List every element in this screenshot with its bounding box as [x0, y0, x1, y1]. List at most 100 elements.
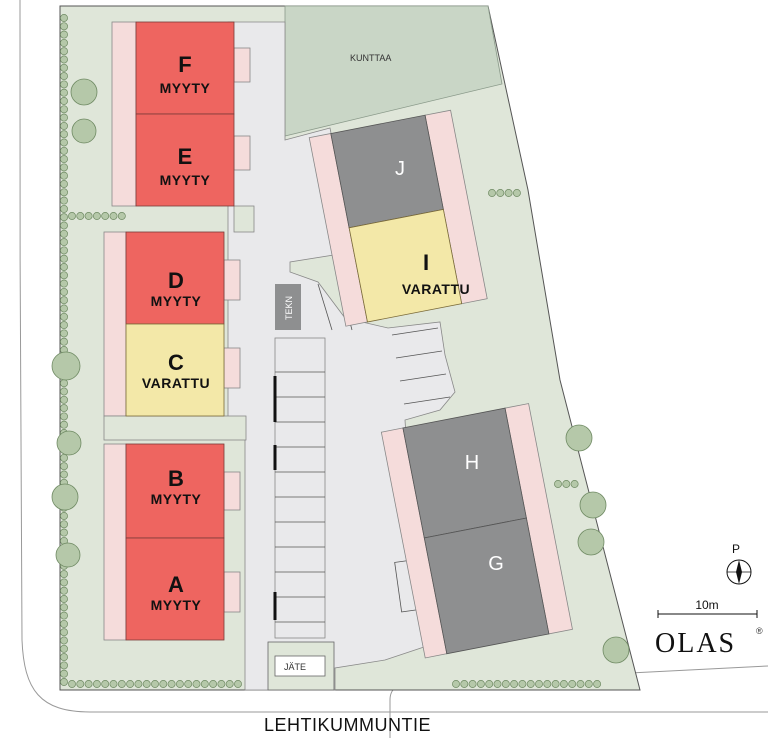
hedge-shrub [101, 212, 110, 220]
hedge-shrub [60, 669, 68, 678]
hedge-shrub [175, 680, 184, 688]
hedge-shrub [60, 63, 68, 72]
hedge-shrub [60, 387, 68, 396]
hedge-shrub [60, 462, 68, 471]
unit-d-footprint[interactable] [125, 231, 225, 325]
tree [579, 491, 607, 519]
unit-b[interactable]: B MYYTY [125, 443, 225, 539]
hedge-shrub [92, 680, 101, 688]
hedge-shrub [60, 213, 68, 222]
hedge-shrub [134, 680, 143, 688]
hedge-shrub [76, 680, 85, 688]
hedge-shrub [460, 680, 469, 688]
hedge-shrub [126, 680, 135, 688]
hedge-shrub [60, 279, 68, 288]
hedge-shrub [504, 189, 513, 197]
unit-c-footprint[interactable] [125, 323, 225, 417]
block-ji [308, 109, 488, 327]
hedge-shrub [60, 113, 68, 122]
hedge-shrub [526, 680, 535, 688]
hedge-shrub [501, 680, 510, 688]
unit-g-footprint[interactable] [423, 517, 550, 655]
hedge-shrub [60, 221, 68, 230]
street-edge-left [19, 0, 768, 713]
unit-j-footprint[interactable] [330, 114, 444, 229]
hedge-shrub [60, 619, 68, 628]
unit-j[interactable] [330, 114, 444, 229]
hedge-shrub [60, 246, 68, 255]
unit-c-letter: C [168, 350, 184, 375]
hedge-shrub [60, 644, 68, 653]
unit-i[interactable] [348, 208, 463, 323]
logo-text: OLAS [655, 628, 736, 659]
hedge-shrub [60, 271, 68, 280]
hedge-shrub [562, 480, 571, 488]
hedge-shrub [593, 680, 602, 688]
hedge-shrub [60, 628, 68, 637]
scale-bar: 10m [657, 598, 758, 618]
unit-c[interactable]: C VARATTU [125, 323, 225, 417]
unit-f-letter: F [178, 52, 191, 77]
tree [577, 528, 605, 556]
tree [565, 424, 593, 452]
logo-mark: ® [756, 626, 763, 636]
unit-d[interactable]: D MYYTY [125, 231, 225, 325]
hedge-shrub [60, 47, 68, 56]
hedge-shrub [209, 680, 218, 688]
hedge-shrub [60, 404, 68, 413]
hedge-shrub [60, 130, 68, 139]
unit-g[interactable] [423, 517, 550, 655]
hedge-shrub [60, 146, 68, 155]
tree [71, 118, 97, 144]
hedge-shrub [510, 680, 519, 688]
hedge-shrub [60, 321, 68, 330]
unit-f[interactable]: F MYYTY [135, 21, 235, 115]
hedge-shrub [117, 680, 126, 688]
hedge-shrub [60, 470, 68, 479]
hedge-shrub [559, 680, 568, 688]
hedge-shrub [60, 603, 68, 612]
olas-logo: OLAS ® [655, 626, 763, 659]
hedge-shrub [468, 680, 477, 688]
hedge-shrub [60, 163, 68, 172]
hedge-shrub [60, 595, 68, 603]
unit-f-footprint[interactable] [135, 21, 235, 115]
hedge-shrub [68, 212, 76, 220]
tree [51, 483, 79, 511]
hedge-shrub [60, 30, 68, 39]
block-ba [103, 443, 241, 641]
unit-e-footprint[interactable] [135, 113, 235, 207]
unit-b-footprint[interactable] [125, 443, 225, 539]
tree [602, 636, 630, 664]
hedge-shrub [60, 420, 68, 429]
unit-a[interactable]: A MYYTY [125, 537, 225, 641]
hedge-shrub [76, 212, 85, 220]
hedge-shrub [217, 680, 226, 688]
unit-b-status: MYYTY [151, 491, 202, 507]
unit-a-footprint[interactable] [125, 537, 225, 641]
unit-i-status: VARATTU [402, 281, 470, 297]
hedge-shrub [60, 204, 68, 213]
unit-d-status: MYYTY [151, 293, 202, 309]
hedge-shrub [60, 512, 68, 520]
hedge-shrub [488, 189, 496, 197]
hedge-shrub [60, 121, 68, 130]
hedge-shrub [570, 480, 579, 488]
hedge-shrub [60, 72, 68, 81]
hedge-shrub [60, 22, 68, 31]
hedge-shrub [84, 680, 93, 688]
forest-label: KUNTTAA [350, 53, 391, 63]
hedge-shrub [109, 680, 118, 688]
hedge-shrub [60, 38, 68, 47]
hedge-shrub [485, 680, 494, 688]
hedge-shrub [60, 97, 68, 105]
unit-i-footprint[interactable] [348, 208, 463, 323]
tree [55, 542, 81, 568]
hedge-shrub [60, 304, 68, 313]
unit-c-status: VARATTU [142, 375, 210, 391]
hedge-shrub [60, 653, 68, 662]
unit-e[interactable]: E MYYTY [135, 113, 235, 207]
hedge-shrub [60, 188, 68, 197]
unit-f-status: MYYTY [160, 80, 211, 96]
hedge-shrub [101, 680, 110, 688]
